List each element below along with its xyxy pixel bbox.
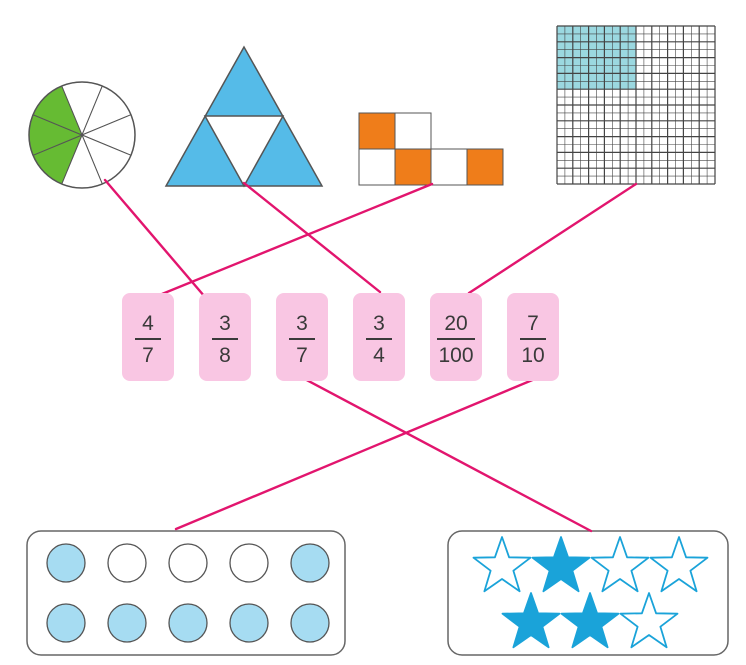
square	[394, 148, 432, 186]
numerator: 4	[142, 312, 154, 335]
stars-diagram	[447, 530, 729, 656]
fraction-card-3-4[interactable]: 3 4	[353, 293, 405, 381]
denominator: 100	[438, 344, 474, 367]
triangle-center-part	[203, 115, 285, 188]
denominator: 10	[521, 344, 545, 367]
square	[466, 148, 504, 186]
square	[358, 112, 396, 150]
numerator: 3	[296, 312, 308, 335]
fraction-bar	[520, 338, 546, 340]
pie-outline	[28, 81, 136, 189]
counter-circle	[107, 543, 147, 583]
hundred-grid-diagram	[556, 25, 716, 185]
counter-circle	[229, 543, 269, 583]
fraction-card-3-7[interactable]: 3 7	[276, 293, 328, 381]
numerator: 3	[219, 312, 231, 335]
denominator: 8	[219, 344, 231, 367]
match-line	[160, 182, 434, 296]
square	[430, 148, 468, 186]
counter-circle	[168, 603, 208, 643]
fraction-card-4-7[interactable]: 4 7	[122, 293, 174, 381]
fraction-card-3-8[interactable]: 3 8	[199, 293, 251, 381]
fraction-bar	[289, 338, 315, 340]
counter-circle	[46, 543, 86, 583]
squares-diagram	[358, 112, 504, 186]
counter-circle	[229, 603, 269, 643]
denominator: 4	[373, 344, 385, 367]
counter-circle	[46, 603, 86, 643]
fraction-card-7-10[interactable]: 7 10	[507, 293, 559, 381]
star	[531, 536, 591, 593]
triangle-diagram	[164, 45, 324, 188]
star	[649, 536, 709, 593]
counter-circle	[107, 603, 147, 643]
match-line	[242, 181, 382, 294]
fraction-card-20-100[interactable]: 20 100	[430, 293, 482, 381]
denominator: 7	[142, 344, 154, 367]
fraction-bar	[366, 338, 392, 340]
match-line	[299, 375, 593, 533]
match-lines	[103, 178, 638, 533]
star	[472, 536, 532, 593]
pie-diagram	[28, 81, 136, 189]
star	[619, 592, 679, 649]
numerator: 3	[373, 312, 385, 335]
numerator: 20	[444, 312, 468, 335]
counter-circle	[290, 543, 330, 583]
match-line	[467, 182, 638, 295]
circles-diagram	[26, 530, 346, 656]
counter-circle	[168, 543, 208, 583]
numerator: 7	[527, 312, 539, 335]
square	[394, 112, 432, 150]
square	[358, 148, 396, 186]
fraction-bar	[135, 338, 161, 340]
fraction-bar	[212, 338, 238, 340]
star	[501, 592, 561, 649]
star	[590, 536, 650, 593]
fraction-bar	[437, 338, 475, 340]
star	[560, 592, 620, 649]
denominator: 7	[296, 344, 308, 367]
counter-circle	[290, 603, 330, 643]
match-line	[174, 374, 544, 531]
match-line	[103, 178, 207, 299]
